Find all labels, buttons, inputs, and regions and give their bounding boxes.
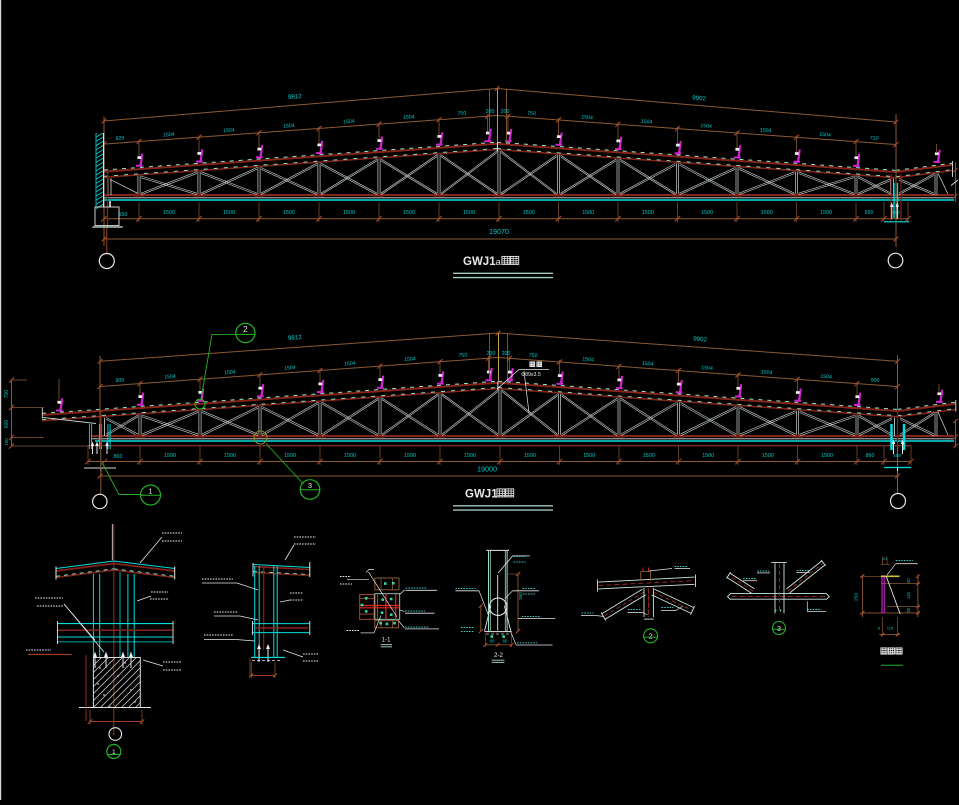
svg-text:1500: 1500 [224, 453, 236, 459]
svg-text:1504: 1504 [819, 132, 831, 139]
svg-text:Φ89x3.5: Φ89x3.5 [521, 372, 541, 378]
svg-text:1500: 1500 [701, 210, 713, 216]
svg-text:1504: 1504 [344, 361, 356, 368]
svg-text:650: 650 [865, 210, 874, 216]
svg-text:1-1: 1-1 [382, 637, 392, 644]
svg-text:9812: 9812 [288, 93, 303, 101]
svg-text:1: 1 [112, 749, 116, 756]
svg-text:a: a [496, 257, 502, 268]
svg-text:1: 1 [148, 487, 152, 496]
svg-text:829: 829 [115, 135, 124, 142]
svg-text:1500: 1500 [702, 453, 714, 459]
svg-text:1504: 1504 [403, 114, 415, 121]
svg-text:1500: 1500 [761, 210, 773, 216]
svg-text:150: 150 [893, 453, 901, 458]
svg-text:1500: 1500 [283, 210, 295, 216]
svg-text:1504: 1504 [581, 114, 593, 121]
svg-text:1500: 1500 [403, 210, 415, 216]
svg-text:GWJ1: GWJ1 [465, 489, 498, 501]
svg-text:900: 900 [871, 377, 880, 384]
svg-text:250: 250 [854, 593, 860, 601]
svg-text:710: 710 [870, 135, 879, 142]
svg-text:1504: 1504 [404, 356, 416, 363]
svg-text:1504: 1504 [700, 123, 712, 130]
svg-text:1500: 1500 [463, 210, 475, 216]
svg-text:50: 50 [906, 607, 911, 612]
svg-text:1504: 1504 [820, 374, 832, 381]
svg-text:600: 600 [4, 420, 10, 429]
svg-text:200: 200 [501, 109, 510, 115]
svg-text:2-2: 2-2 [494, 652, 504, 659]
svg-text:750: 750 [458, 352, 467, 359]
svg-text:200: 200 [502, 351, 511, 357]
svg-text:8: 8 [878, 626, 881, 631]
svg-text:150: 150 [119, 212, 128, 218]
svg-text:1500: 1500 [582, 210, 594, 216]
svg-text:1500: 1500 [821, 453, 833, 459]
svg-text:1500: 1500 [343, 210, 355, 216]
svg-text:50: 50 [906, 578, 911, 583]
svg-text:1504: 1504 [761, 369, 773, 376]
svg-text:1504: 1504 [582, 356, 594, 363]
svg-text:1500: 1500 [164, 453, 176, 459]
svg-text:110: 110 [887, 626, 894, 631]
svg-text:1504: 1504 [223, 127, 235, 134]
svg-text:1500: 1500 [523, 210, 535, 216]
svg-text:1504: 1504 [343, 119, 355, 126]
svg-text:900: 900 [115, 377, 124, 384]
svg-text:1504: 1504 [641, 119, 653, 126]
svg-text:80: 80 [503, 639, 508, 644]
svg-text:20: 20 [882, 556, 887, 561]
svg-text:9902: 9902 [693, 335, 708, 343]
svg-text:1500: 1500 [344, 453, 356, 459]
svg-text:1500: 1500 [820, 210, 832, 216]
svg-text:2: 2 [243, 325, 248, 334]
svg-text:1504: 1504 [642, 361, 654, 368]
svg-text:1504: 1504 [163, 132, 175, 139]
svg-text:1504: 1504 [283, 123, 295, 130]
svg-text:750: 750 [529, 352, 538, 359]
svg-text:860: 860 [866, 453, 875, 459]
svg-text:1504: 1504 [224, 369, 236, 376]
svg-text:9902: 9902 [692, 94, 707, 102]
svg-text:1500: 1500 [642, 210, 654, 216]
svg-text:9812: 9812 [288, 334, 303, 342]
svg-text:200: 200 [486, 109, 495, 115]
svg-text:1500: 1500 [163, 210, 175, 216]
svg-text:1500: 1500 [762, 453, 774, 459]
svg-text:1500: 1500 [643, 453, 655, 459]
svg-text:1500: 1500 [524, 453, 536, 459]
svg-text:860: 860 [114, 454, 123, 460]
svg-text:2: 2 [649, 632, 653, 641]
svg-text:150: 150 [892, 210, 900, 215]
svg-text:3: 3 [777, 624, 781, 633]
svg-text:150: 150 [4, 438, 9, 446]
svg-text:19070: 19070 [489, 227, 509, 236]
svg-text:750: 750 [457, 110, 466, 117]
svg-text:1500: 1500 [404, 453, 416, 459]
svg-text:1500: 1500 [223, 210, 235, 216]
svg-text:750: 750 [527, 110, 536, 117]
svg-text:1500: 1500 [284, 453, 296, 459]
svg-text:350: 350 [518, 592, 523, 600]
svg-text:1504: 1504 [284, 365, 296, 372]
svg-text:1500: 1500 [464, 453, 476, 459]
svg-text:1500: 1500 [583, 453, 595, 459]
svg-text:1504: 1504 [164, 374, 176, 381]
svg-text:1504: 1504 [701, 365, 713, 372]
svg-text:19000: 19000 [477, 465, 497, 474]
svg-text:200: 200 [487, 351, 496, 357]
svg-text:1504: 1504 [760, 127, 772, 134]
svg-text:80: 80 [490, 639, 495, 644]
svg-text:3: 3 [308, 481, 312, 490]
svg-text:GWJ1: GWJ1 [463, 256, 496, 268]
svg-text:700: 700 [4, 390, 10, 399]
svg-text:140: 140 [906, 591, 911, 599]
